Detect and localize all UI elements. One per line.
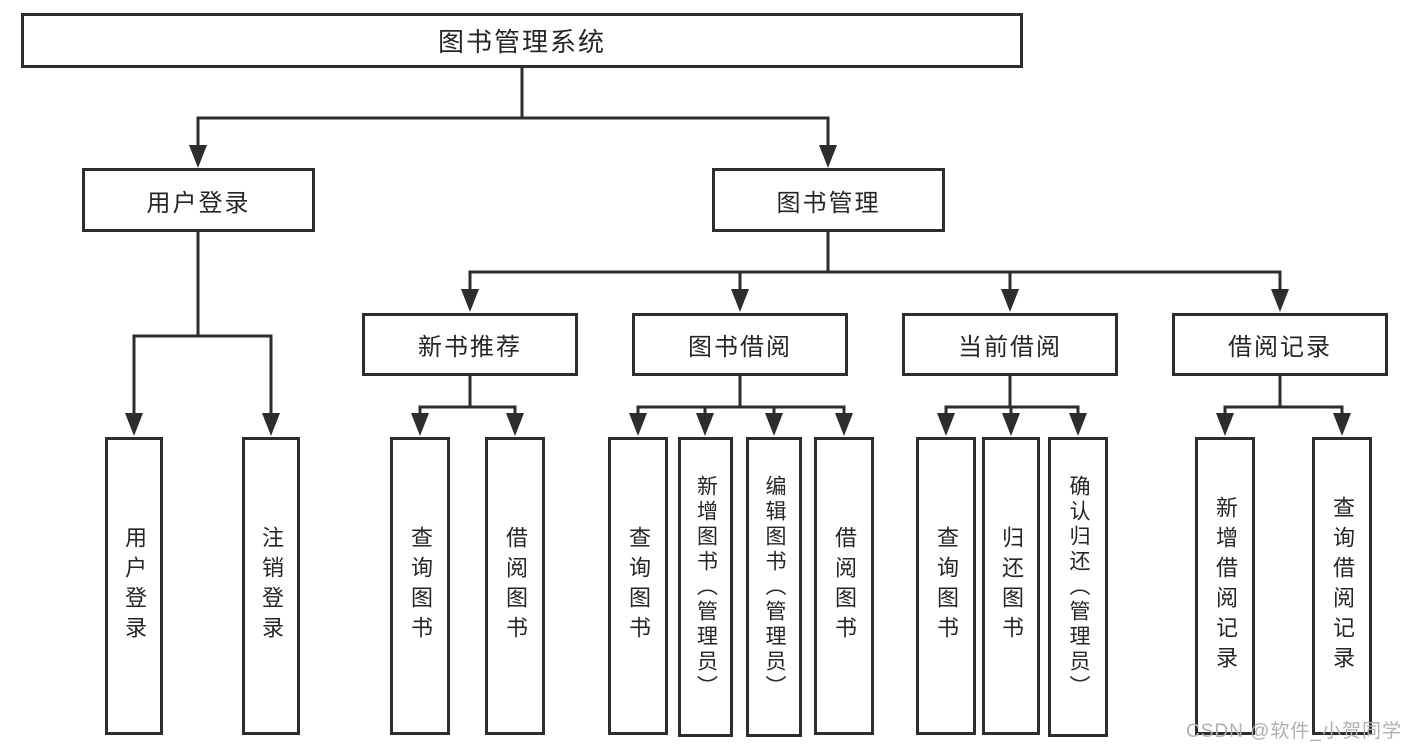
- node-borrow-records: 借阅记录: [1172, 313, 1388, 376]
- node-label: 借阅图书: [503, 526, 528, 646]
- node-label: 用户登录: [122, 526, 147, 646]
- leaf-return-books: 归还图书: [982, 437, 1040, 735]
- node-label: 新增借阅记录: [1213, 496, 1238, 676]
- node-label: 图书借阅: [688, 334, 792, 361]
- node-new-book-recommend: 新书推荐: [362, 313, 578, 376]
- csdn-watermark: CSDN @软件_小贺同学: [1186, 721, 1402, 742]
- leaf-edit-books-admin: 编辑图书（管理员）: [746, 437, 802, 737]
- node-book-borrowing: 图书借阅: [632, 313, 848, 376]
- node-library-management-system: 图书管理系统: [21, 13, 1023, 68]
- node-book-management: 图书管理: [712, 168, 945, 232]
- node-label: 查询图书: [408, 526, 433, 646]
- node-label: 查询图书: [934, 526, 959, 646]
- node-label: 确认归还（管理员）: [1067, 474, 1090, 700]
- node-label: 归还图书: [999, 526, 1024, 646]
- leaf-borrow-books: 借阅图书: [814, 437, 874, 735]
- leaf-query-books-current: 查询图书: [916, 437, 976, 735]
- node-label: 新增图书（管理员）: [694, 474, 718, 700]
- node-label: 查询图书: [626, 526, 651, 646]
- leaf-user-login: 用户登录: [105, 437, 163, 735]
- leaf-confirm-return-admin: 确认归还（管理员）: [1048, 437, 1108, 737]
- node-label: 借阅记录: [1228, 334, 1332, 361]
- node-label: 借阅图书: [832, 526, 857, 646]
- node-label: 查询借阅记录: [1330, 496, 1355, 676]
- node-label: 新书推荐: [418, 334, 522, 361]
- leaf-query-books-borrowing: 查询图书: [608, 437, 668, 735]
- node-label: 编辑图书（管理员）: [763, 474, 786, 700]
- leaf-query-borrow-record: 查询借阅记录: [1312, 437, 1372, 735]
- leaf-logout: 注销登录: [242, 437, 300, 735]
- leaf-add-borrow-record: 新增借阅记录: [1195, 437, 1255, 735]
- node-current-borrowing: 当前借阅: [902, 313, 1118, 376]
- node-label: 用户登录: [146, 189, 251, 217]
- node-label: 当前借阅: [958, 334, 1062, 361]
- node-label: 图书管理系统: [437, 27, 606, 57]
- leaf-borrow-books-recommend: 借阅图书: [485, 437, 545, 735]
- node-user-login: 用户登录: [82, 168, 315, 232]
- leaf-add-books-admin: 新增图书（管理员）: [678, 437, 733, 737]
- leaf-query-books-recommend: 查询图书: [390, 437, 450, 735]
- node-label: 注销登录: [259, 526, 284, 646]
- node-label: 图书管理: [776, 189, 881, 217]
